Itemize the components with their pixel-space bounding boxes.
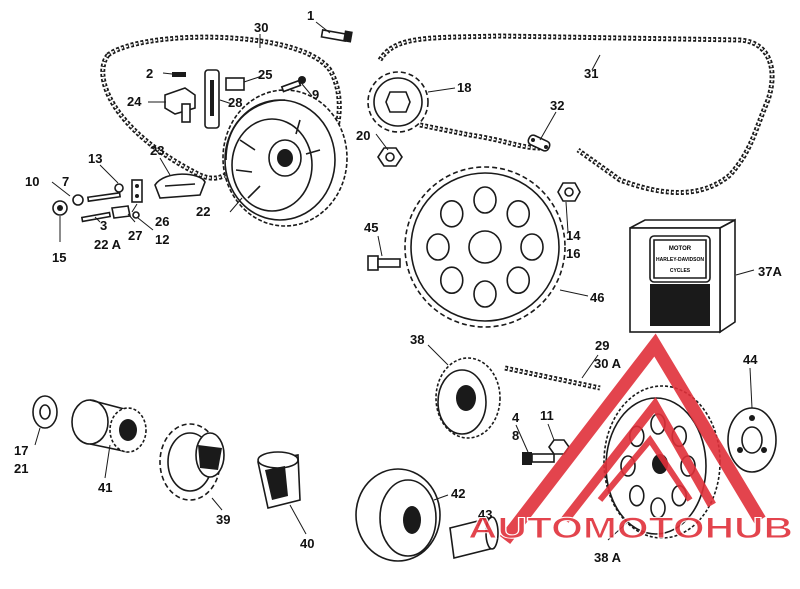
callout-23: 23 <box>150 143 164 158</box>
tensioner-hardware <box>52 179 143 223</box>
callout-22a: 22 A <box>94 237 122 252</box>
callout-29: 29 <box>595 338 609 353</box>
callout-44: 44 <box>743 352 758 367</box>
callout-26: 26 <box>155 214 169 229</box>
clutch-shell <box>222 89 348 227</box>
spring-cover <box>355 468 441 562</box>
clutch-hub <box>71 399 147 453</box>
callout-16: 16 <box>566 246 580 261</box>
callout-42: 42 <box>451 486 465 501</box>
engine-sprocket <box>367 71 429 133</box>
sprocket-nut-14 <box>557 182 581 202</box>
callout-28: 28 <box>228 95 242 110</box>
sprocket-hole <box>473 280 497 308</box>
callout-43: 43 <box>478 507 492 522</box>
sprocket-hole <box>520 233 544 261</box>
callout-38: 38 <box>410 332 424 347</box>
callout-18: 18 <box>457 80 471 95</box>
callout-14: 14 <box>566 228 581 243</box>
callout-2: 2 <box>146 66 153 81</box>
callout-15: 15 <box>52 250 66 265</box>
pulley-hole <box>650 497 666 519</box>
sprocket-hole <box>506 266 531 295</box>
callout-46: 46 <box>590 290 604 305</box>
washer-17 <box>32 395 58 429</box>
watermark-text: AUTOMOTOHUB <box>468 512 793 545</box>
callout-3: 3 <box>100 218 107 233</box>
box-logo-line1: MOTOR <box>669 246 692 252</box>
sprocket-bolt <box>367 255 401 271</box>
callout-7: 7 <box>62 174 69 189</box>
sprocket-hole <box>506 199 531 228</box>
sprocket-nut <box>377 147 403 167</box>
callout-24: 24 <box>127 94 142 109</box>
callout-22: 22 <box>196 204 210 219</box>
chain-tensioner-shoe <box>154 173 206 199</box>
pulley-hole <box>628 484 645 507</box>
watermark-logo: AUTOMOTOHUB <box>468 333 794 546</box>
compensating-sprocket <box>159 423 225 501</box>
pulley-spacer-plate <box>727 407 777 473</box>
leader-lines <box>34 21 755 541</box>
front-belt-pulley <box>435 357 501 439</box>
secondary-chain <box>377 33 775 195</box>
kit-box: MOTOR HARLEY-DAVIDSON CYCLES <box>629 218 736 334</box>
bolt-1 <box>320 29 353 43</box>
sprocket-hole <box>473 186 497 214</box>
callout-38a: 38 A <box>594 550 622 565</box>
sprocket-hole <box>426 233 450 261</box>
callout-labels: 1 2 3 4 7 8 9 10 11 12 13 14 15 16 17 18… <box>14 8 782 565</box>
box-logo-line2: HARLEY-DAVIDSON <box>656 257 704 263</box>
axle-pin <box>449 516 499 559</box>
callout-4: 4 <box>512 410 520 425</box>
callout-10: 10 <box>25 174 39 189</box>
bolt-9 <box>280 76 306 93</box>
drive-belt <box>504 365 601 391</box>
callout-13: 13 <box>88 151 102 166</box>
rear-sprocket <box>404 166 566 328</box>
callout-21: 21 <box>14 461 28 476</box>
shaft-extension <box>257 451 301 509</box>
master-link <box>527 134 551 152</box>
callout-25: 25 <box>258 67 272 82</box>
callout-39: 39 <box>216 512 230 527</box>
callout-27: 27 <box>128 228 142 243</box>
callout-37a: 37A <box>758 264 782 279</box>
callout-32: 32 <box>550 98 564 113</box>
callout-11: 11 <box>540 408 554 423</box>
callout-30a: 30 A <box>594 356 622 371</box>
primary-chain <box>100 34 342 181</box>
callout-12: 12 <box>155 232 169 247</box>
sprocket-hole <box>439 199 464 228</box>
box-logo-line3: CYCLES <box>670 268 691 274</box>
callout-45: 45 <box>364 220 378 235</box>
callout-1: 1 <box>307 8 314 23</box>
callout-17: 17 <box>14 443 28 458</box>
callout-9: 9 <box>312 87 319 102</box>
chain-adjuster-parts <box>164 69 245 129</box>
sprocket-hole <box>439 266 464 295</box>
callout-8: 8 <box>512 428 519 443</box>
callout-41: 41 <box>98 480 112 495</box>
callout-30: 30 <box>254 20 268 35</box>
callout-31: 31 <box>584 66 598 81</box>
callout-20: 20 <box>356 128 370 143</box>
callout-40: 40 <box>300 536 314 551</box>
